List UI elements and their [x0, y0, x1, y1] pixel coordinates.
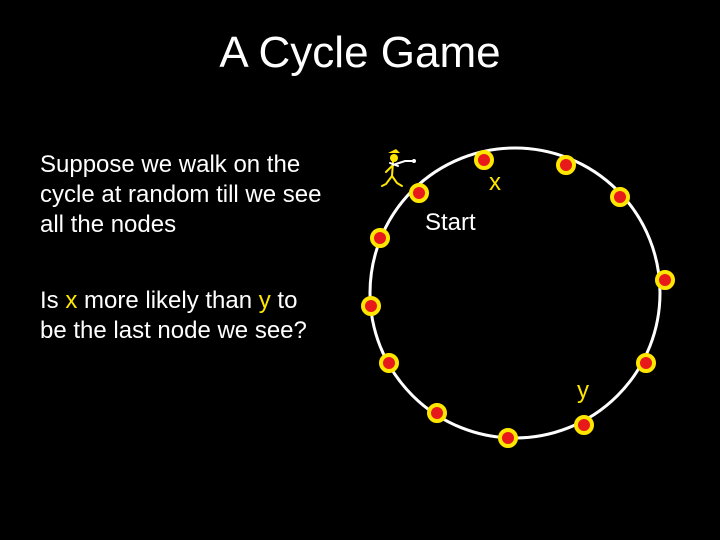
- label-x: x: [489, 169, 501, 196]
- cycle-node: [612, 189, 628, 205]
- cycle-node: [381, 355, 397, 371]
- node-y: [576, 417, 592, 433]
- cycle-node: [558, 157, 574, 173]
- walking-figure-icon: [382, 149, 416, 186]
- cycle-node: [500, 430, 516, 446]
- node-x: [476, 152, 492, 168]
- cycle-node: [363, 298, 379, 314]
- cycle-node: [429, 405, 445, 421]
- label-start: Start: [425, 209, 476, 236]
- node-start: [411, 185, 427, 201]
- cycle-node: [657, 272, 673, 288]
- cycle-node: [638, 355, 654, 371]
- label-y: y: [577, 377, 589, 404]
- cycle-node: [372, 230, 388, 246]
- cycle-nodes: [363, 152, 673, 446]
